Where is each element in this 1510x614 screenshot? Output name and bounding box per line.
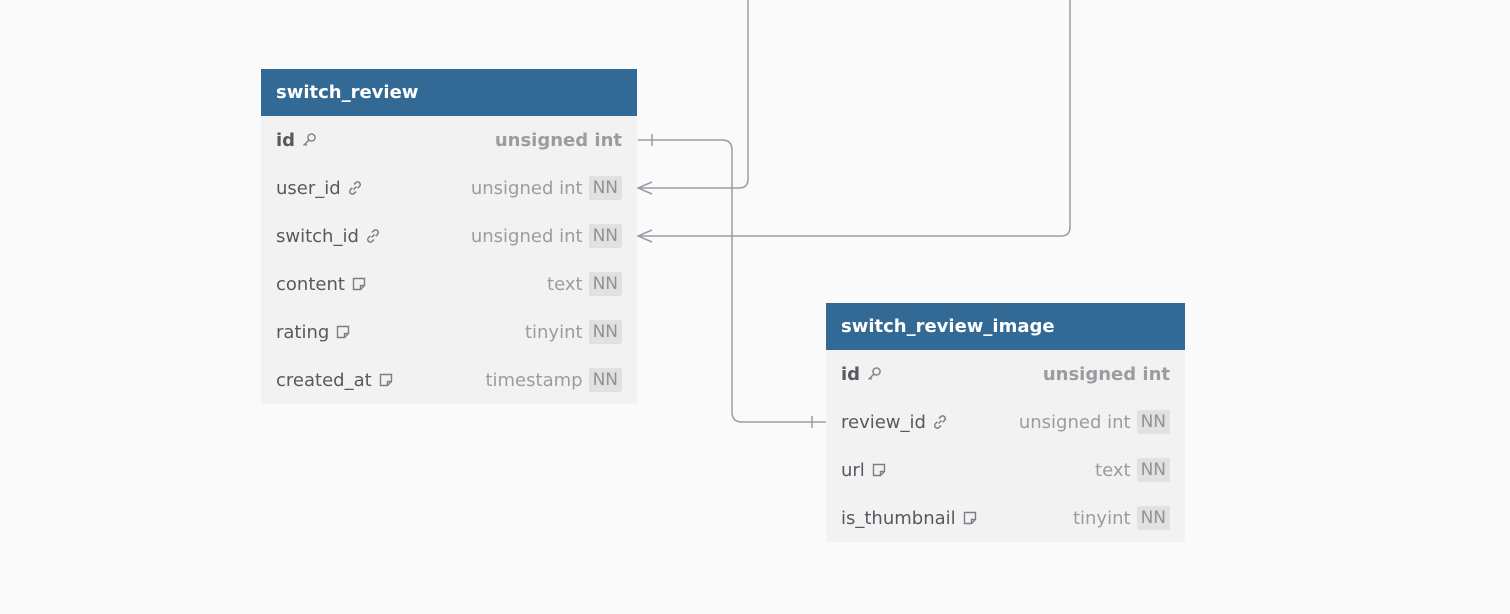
column-type-group: unsigned int [495,130,622,151]
column-type: unsigned int [1018,411,1131,433]
column-type: unsigned int [494,129,622,151]
column-name: rating [276,322,351,343]
key-icon [866,366,882,382]
column-type: unsigned int [470,177,583,199]
key-icon [301,132,317,148]
column-name-text: created_at [276,369,372,391]
crow-foot-user-id [636,181,653,195]
column-type: text [547,273,583,295]
column-name-text: review_id [841,411,926,433]
note-icon [378,372,394,388]
column-type: text [1095,459,1131,481]
table-row[interactable]: id unsigned int [261,116,637,164]
relation-user-id [638,0,749,189]
column-type: timestamp [485,369,583,391]
relation-switch-id [638,0,1071,237]
not-null-badge: NN [588,272,622,296]
link-icon [365,228,381,244]
column-name-text: id [276,129,296,151]
not-null-badge: NN [1136,506,1170,530]
link-icon [347,180,363,196]
not-null-badge: NN [1136,410,1170,434]
table-title: switch_review_image [826,303,1185,350]
column-name: content [276,274,367,295]
link-icon [932,414,948,430]
column-name: switch_id [276,226,381,247]
column-type: tinyint [1072,507,1131,529]
table-row[interactable]: id unsigned int [826,350,1185,398]
column-type: unsigned int [470,225,583,247]
column-type: unsigned int [1042,363,1170,385]
column-name: user_id [276,178,363,199]
relation-review-id [638,139,826,423]
column-name-text: content [276,273,345,295]
column-name: review_id [841,412,948,433]
column-name-text: user_id [276,177,341,199]
column-name-text: rating [276,321,330,343]
note-icon [335,324,351,340]
column-type: tinyint [524,321,583,343]
table-title: switch_review [261,69,637,116]
column-name: url [841,460,887,481]
not-null-badge: NN [588,368,622,392]
column-name: id [276,130,317,151]
column-name: id [841,364,882,385]
note-icon [871,462,887,478]
crow-foot-switch-id [636,229,653,243]
note-icon [351,276,367,292]
column-name-text: url [841,459,865,481]
not-null-badge: NN [1136,458,1170,482]
note-icon [962,510,978,526]
column-name-text: is_thumbnail [841,507,956,529]
not-null-badge: NN [588,224,622,248]
column-name: created_at [276,370,394,391]
column-name: is_thumbnail [841,508,978,529]
column-name-text: id [841,363,861,385]
not-null-badge: NN [588,320,622,344]
column-name-text: switch_id [276,225,359,247]
not-null-badge: NN [588,176,622,200]
column-type-group: unsigned int [1043,364,1170,385]
